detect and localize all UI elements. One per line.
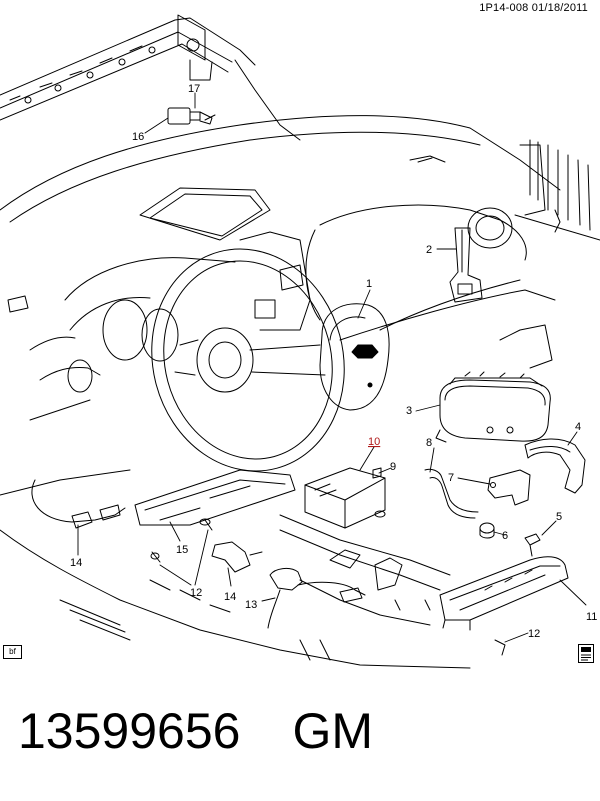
callout-9: 9	[390, 461, 396, 473]
callout-numbers: 1 2 3 4 5 6 7 8 9 10 11 12 12 13 14 14 1…	[70, 83, 597, 640]
harness-14-13-center	[211, 541, 366, 629]
callout-14-left: 14	[70, 557, 82, 569]
steering-wheel	[64, 231, 345, 472]
instrument-panel	[0, 115, 600, 241]
callout-11: 11	[586, 611, 597, 623]
part-caption: 13599656 GM	[18, 701, 373, 761]
leader-lines	[77, 92, 587, 643]
callout-12-right: 12	[528, 628, 540, 640]
callout-13: 13	[245, 599, 257, 611]
callout-8: 8	[426, 437, 432, 449]
callout-1: 1	[366, 278, 372, 290]
diagram-tag-bf: bf	[3, 645, 22, 659]
floor-tunnel	[0, 469, 471, 669]
bracket-part-4	[524, 438, 586, 494]
driver-airbag	[319, 303, 390, 411]
callout-17: 17	[188, 83, 200, 95]
callout-3: 3	[406, 405, 412, 417]
part-number: 13599656	[18, 703, 241, 759]
document-icon	[578, 644, 594, 663]
callout-2: 2	[426, 244, 432, 256]
door-trim-left	[7, 295, 101, 421]
harness-14-left	[31, 479, 126, 529]
callout-15: 15	[176, 544, 188, 556]
label-part-2	[449, 227, 483, 303]
callout-7: 7	[448, 472, 454, 484]
sensor-16-17	[167, 107, 216, 125]
knee-bolster-15	[134, 469, 296, 563]
callout-6: 6	[502, 530, 508, 542]
windshield-frame	[0, 14, 301, 141]
glovebox-11	[439, 556, 569, 656]
callout-12-center: 12	[190, 587, 202, 599]
passenger-airbag	[435, 371, 551, 443]
dashboard-body	[305, 204, 556, 369]
exploded-parts-diagram: 1 2 3 4 5 6 7 8 9 10 11 12 12 13 14 14 1…	[0, 14, 600, 669]
callout-14-center: 14	[224, 591, 236, 603]
diagram-code: 1P14-008 01/18/2011	[479, 2, 588, 14]
brand-name: GM	[292, 703, 374, 759]
sensing-module-10	[304, 467, 386, 529]
callout-5: 5	[556, 511, 562, 523]
bracket-part-7-8	[424, 468, 531, 519]
callout-4: 4	[575, 421, 581, 433]
callout-16: 16	[132, 131, 144, 143]
fasteners-5-6	[479, 522, 541, 557]
callout-10: 10	[368, 436, 380, 448]
